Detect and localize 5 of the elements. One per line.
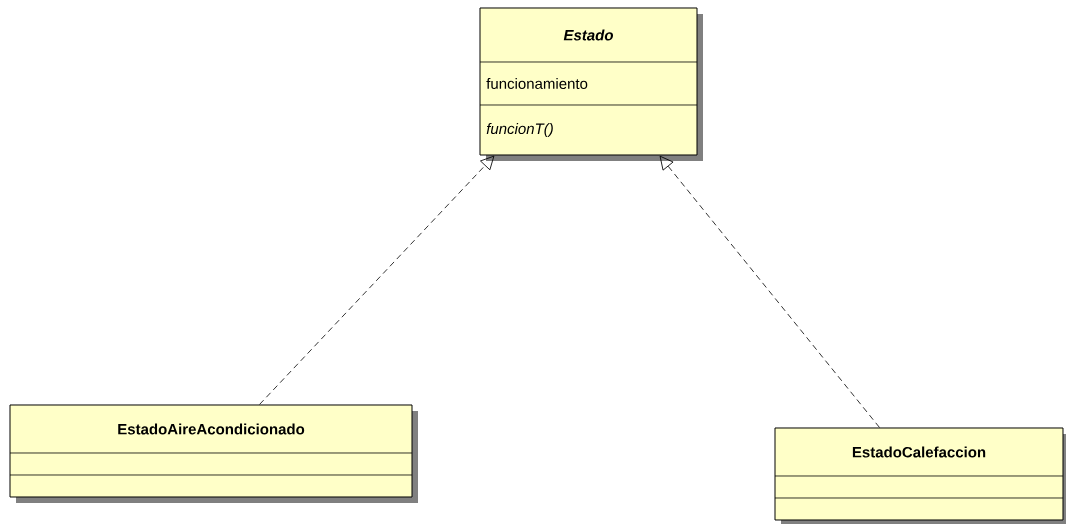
class-box: EstadoAireAcondicionado — [9, 404, 418, 503]
class-box: Estado funcionamiento funcionT() — [479, 7, 703, 161]
class-box: EstadoCalefaccion — [774, 427, 1066, 524]
realization-arrow — [659, 155, 880, 428]
realization-arrow — [259, 155, 495, 405]
